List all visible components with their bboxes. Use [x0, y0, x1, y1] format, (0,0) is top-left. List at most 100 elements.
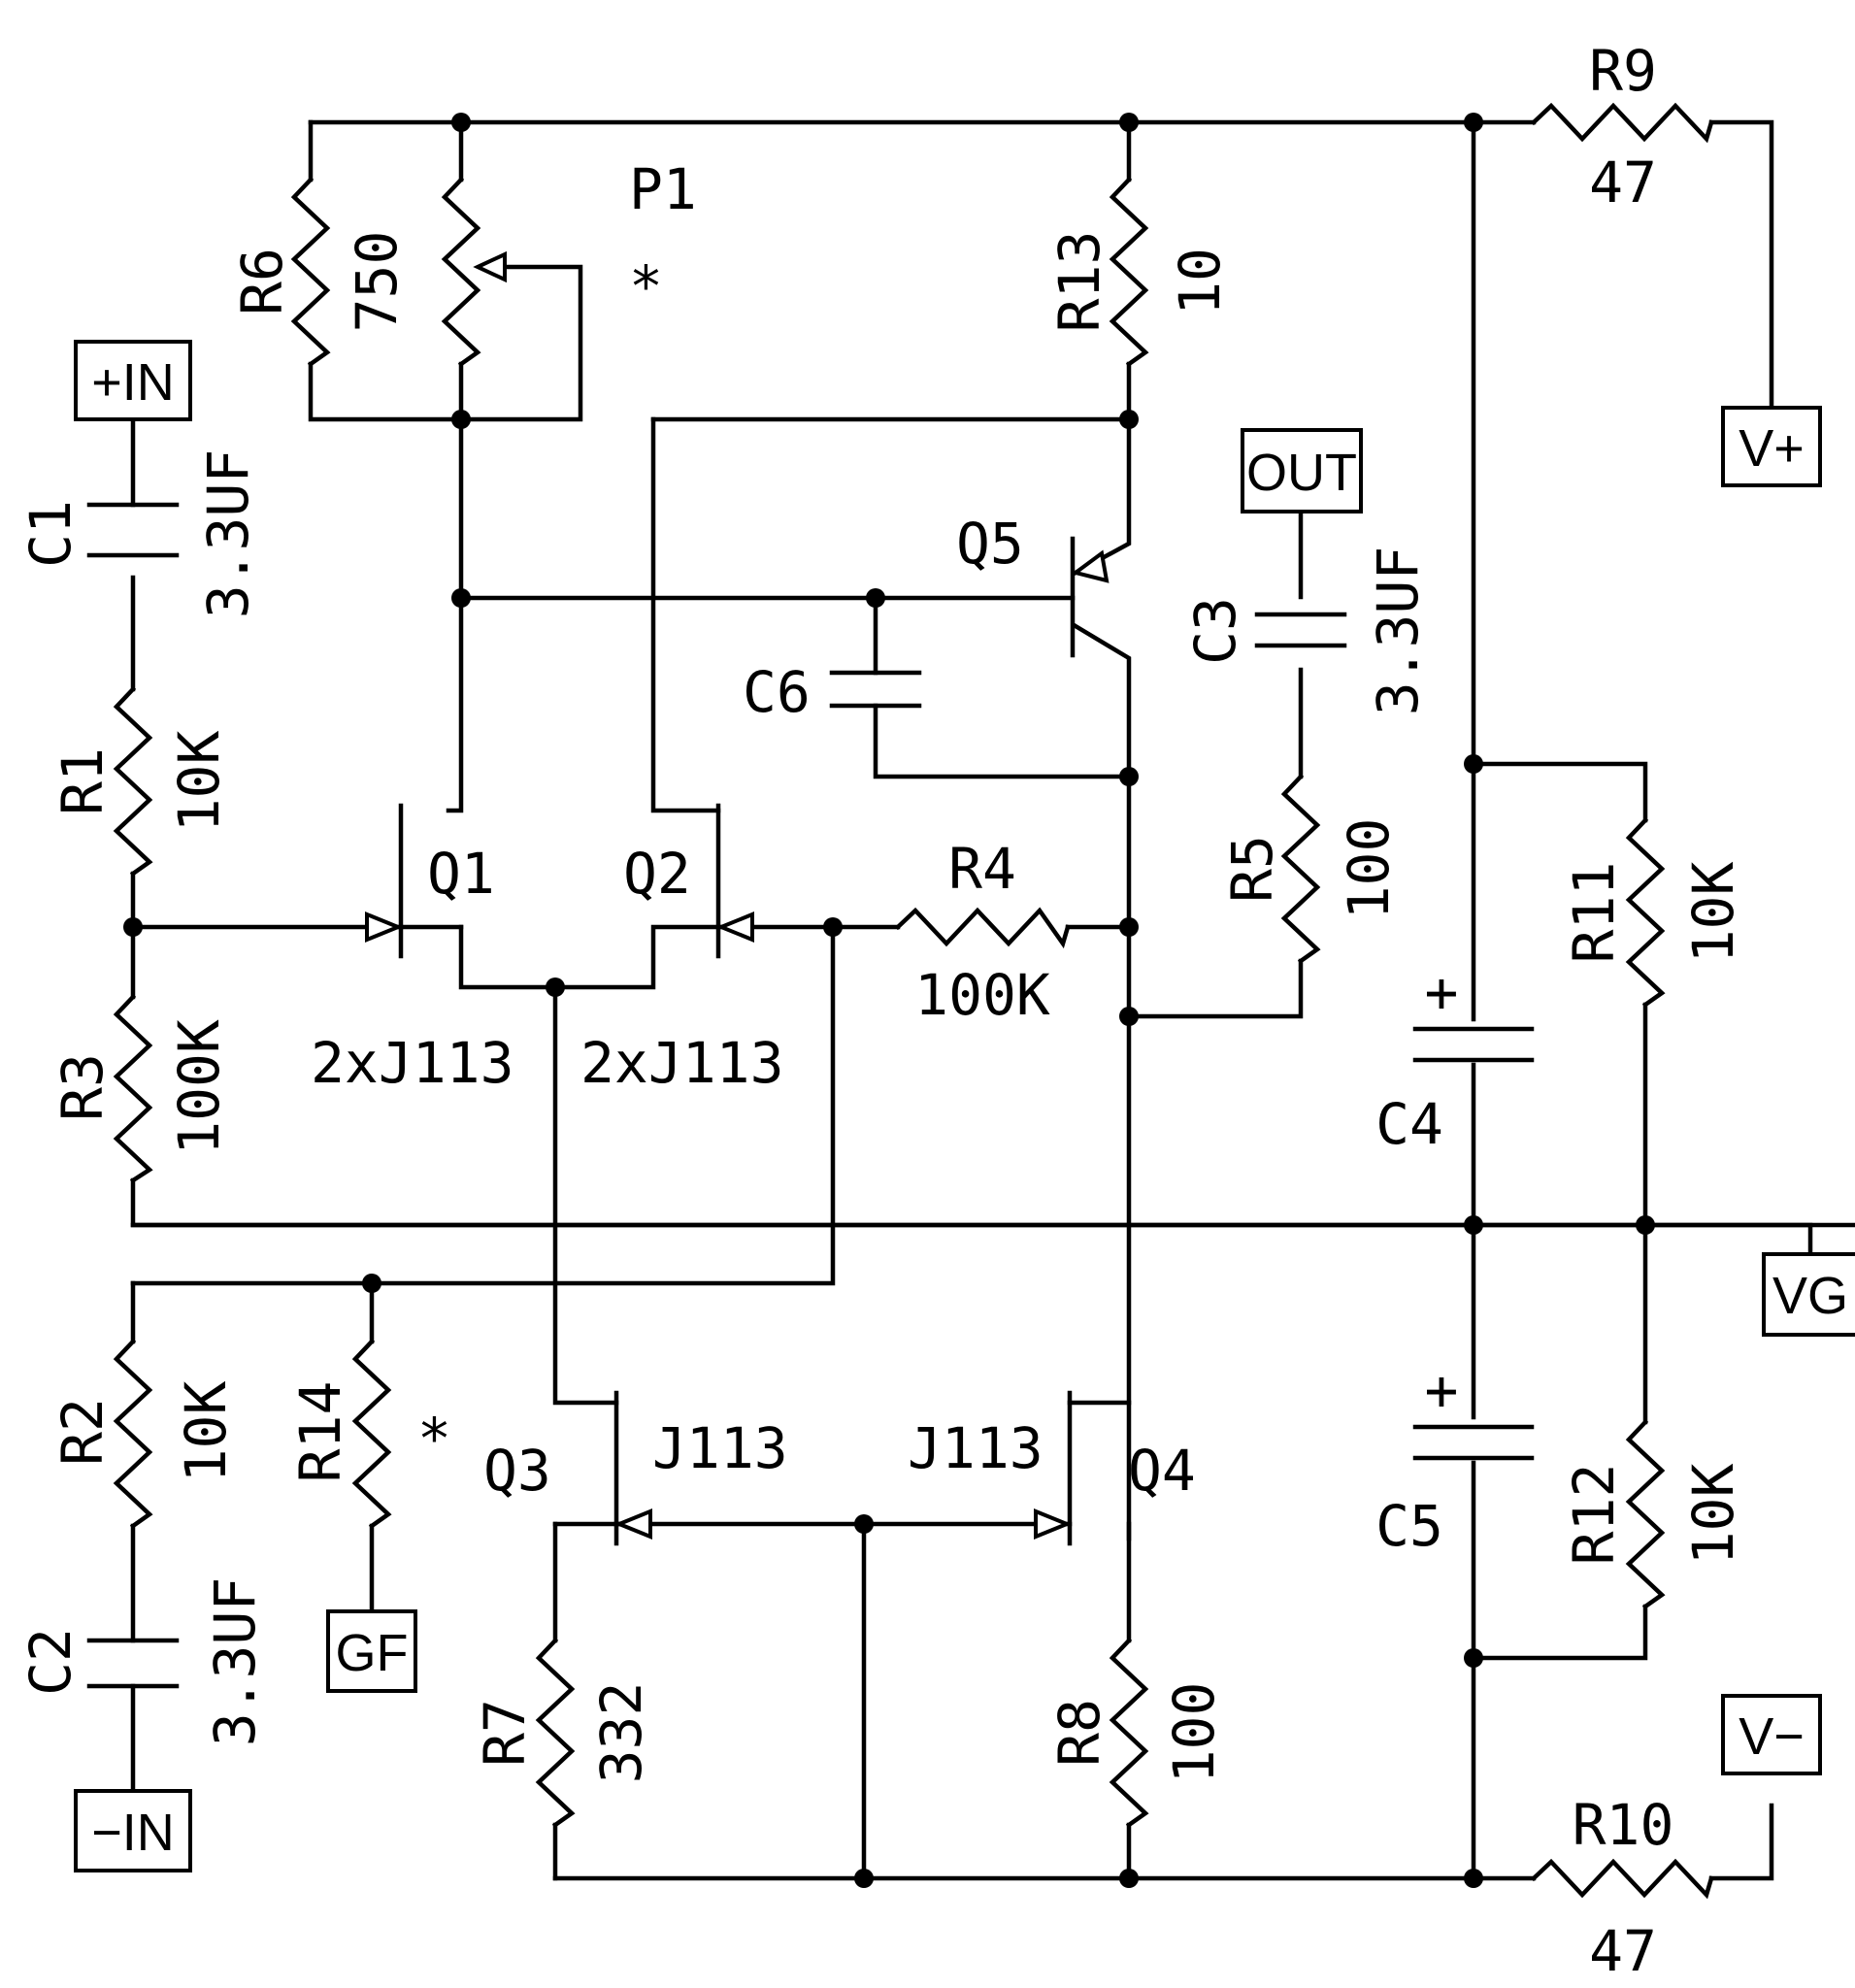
- junction-dot: [1464, 754, 1483, 774]
- c5-plates: [1412, 1424, 1535, 1461]
- junction-dot: [1119, 410, 1139, 429]
- r8-value: 100: [1161, 1682, 1227, 1784]
- junction-dot: [1119, 1869, 1139, 1888]
- r9-zigzag: [1530, 102, 1714, 144]
- r1-ref: R1: [50, 747, 116, 815]
- r6-ref: R6: [229, 248, 295, 315]
- q4-gate-arrow: [1034, 1508, 1073, 1540]
- r14-mark: *: [417, 1406, 451, 1472]
- junction-dot: [362, 1274, 381, 1293]
- r11-ref: R11: [1561, 862, 1627, 964]
- r5-ref: R5: [1219, 835, 1285, 903]
- junction-dot: [451, 113, 471, 132]
- port-vg-label: VG: [1772, 1267, 1848, 1325]
- q5-emitter-arrow: [1071, 549, 1110, 583]
- ports: +IN OUT V+ VG GF −IN V−: [74, 340, 1855, 1872]
- port-vg: [1762, 1252, 1855, 1337]
- r10-ref: R10: [1573, 1792, 1674, 1858]
- port-in-plus-label: +IN: [91, 353, 175, 412]
- junction-dot: [854, 1869, 874, 1888]
- wires: [130, 119, 1855, 1881]
- p1-wiper-arrow: [473, 250, 507, 283]
- r1-value: 10K: [166, 731, 232, 833]
- junction-dot: [1636, 1215, 1655, 1235]
- port-in-minus-label: −IN: [91, 1804, 175, 1862]
- c3-plates: [1254, 612, 1347, 648]
- r2-ref: R2: [50, 1398, 116, 1466]
- c4-ref: C4: [1375, 1091, 1443, 1157]
- r11-value: 10K: [1680, 862, 1746, 964]
- r4-value: 100K: [914, 962, 1050, 1028]
- r5-value: 100: [1336, 818, 1402, 920]
- junction-dot: [546, 977, 565, 997]
- r13-zigzag: [1109, 176, 1149, 368]
- p1-zigzag: [441, 176, 481, 368]
- c1-value: 3.3UF: [195, 449, 261, 619]
- r6-zigzag: [290, 176, 331, 368]
- junction-dot: [1119, 917, 1139, 937]
- port-v-minus: [1721, 1694, 1822, 1775]
- c2-value: 3.3UF: [202, 1577, 268, 1747]
- c6-ref: C6: [743, 659, 811, 725]
- r12-zigzag: [1625, 1418, 1666, 1610]
- port-in-plus: [74, 340, 192, 421]
- q4-part: J113: [908, 1415, 1043, 1481]
- junction-dot: [1464, 113, 1483, 132]
- junction-dot: [1119, 1007, 1139, 1026]
- labels: P1 * R6 750 R13 10 R9 47 C1 3.3UF R1 10K…: [17, 38, 1746, 1984]
- q3-gate-arrow: [613, 1508, 652, 1540]
- junction-dot: [451, 588, 471, 608]
- c2-plates: [86, 1638, 180, 1689]
- c1-plates: [86, 502, 180, 558]
- r7-ref: R7: [472, 1699, 538, 1767]
- junction-dot: [451, 410, 471, 429]
- c4-polarity: +: [1425, 959, 1459, 1025]
- r3-value: 100K: [166, 1019, 232, 1155]
- r6-value: 750: [344, 231, 410, 333]
- q2-gate-arrow: [715, 911, 754, 943]
- r2-zigzag: [113, 1338, 153, 1530]
- resistors: [113, 102, 1714, 1900]
- r13-ref: R13: [1046, 231, 1112, 333]
- junction-dot: [1464, 1215, 1483, 1235]
- port-in-minus: [74, 1789, 192, 1872]
- q4-ref: Q4: [1128, 1438, 1196, 1504]
- r10-zigzag: [1530, 1858, 1714, 1900]
- r5-zigzag: [1280, 773, 1321, 965]
- r14-ref: R14: [287, 1381, 353, 1483]
- r8-zigzag: [1109, 1637, 1149, 1829]
- junction-dot: [1119, 113, 1139, 132]
- transistors: [365, 536, 1110, 1540]
- junction-dot: [1464, 1869, 1483, 1888]
- c6-plates: [829, 670, 922, 709]
- r8-ref: R8: [1046, 1699, 1112, 1767]
- junction-dot: [123, 917, 143, 937]
- r7-zigzag: [535, 1637, 576, 1829]
- junction-dot: [823, 917, 843, 937]
- port-v-plus: [1721, 406, 1822, 487]
- port-out: [1241, 428, 1363, 514]
- c3-value: 3.3UF: [1365, 547, 1431, 716]
- junction-dot: [866, 588, 885, 608]
- r9-value: 47: [1589, 149, 1657, 215]
- r7-value: 332: [588, 1682, 654, 1784]
- r10-value: 47: [1589, 1918, 1657, 1984]
- r9-ref: R9: [1589, 38, 1657, 104]
- r12-ref: R12: [1561, 1464, 1627, 1566]
- c4-plates: [1412, 1026, 1535, 1063]
- junction-dot: [1119, 767, 1139, 786]
- port-gf: [326, 1609, 417, 1693]
- q1-gate-arrow: [365, 911, 404, 943]
- junction-dot: [854, 1514, 874, 1534]
- r14-zigzag: [351, 1338, 392, 1530]
- c5-ref: C5: [1375, 1493, 1443, 1559]
- q2-part: 2xJ113: [580, 1030, 784, 1096]
- p1-mark: *: [629, 253, 663, 319]
- q1-part: 2xJ113: [311, 1030, 514, 1096]
- r2-value: 10K: [173, 1381, 239, 1483]
- capacitors: [86, 502, 1535, 1689]
- q3-part: J113: [652, 1415, 788, 1481]
- c1-ref: C1: [17, 500, 83, 568]
- q1-ref: Q1: [427, 841, 495, 907]
